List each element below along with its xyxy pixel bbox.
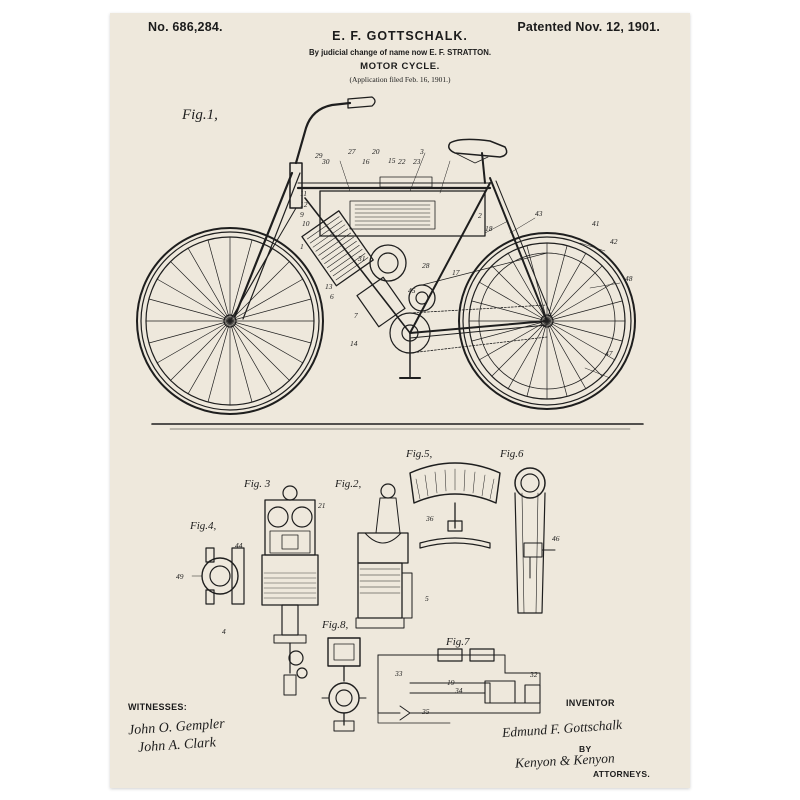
- reference-numeral: 16: [362, 157, 370, 166]
- reference-numeral: 1: [300, 242, 304, 251]
- attorneys-label: ATTORNEYS.: [593, 769, 650, 779]
- fig8-label: Fig.8,: [321, 619, 349, 631]
- fig3-label: Fig. 3: [243, 478, 271, 490]
- reference-numeral: 42: [610, 237, 618, 246]
- fig7-wiring-diagram: Fig.7: [377, 636, 541, 724]
- reference-numeral: 9: [300, 210, 304, 219]
- reference-numeral: 15: [388, 156, 396, 165]
- patent-drawing: Fig.1, Fig.4,: [136, 96, 644, 732]
- patent-date: Patented Nov. 12, 1901.: [517, 20, 660, 34]
- reference-numeral: 47: [605, 349, 613, 358]
- name-change-note: By judicial change of name now E. F. STR…: [308, 48, 492, 57]
- fig5-label: Fig.5,: [405, 448, 433, 460]
- reference-numeral: 18: [485, 224, 493, 233]
- reference-numeral: 14: [350, 339, 358, 348]
- reference-numeral: 5: [425, 594, 429, 603]
- fig5-tire-section: Fig.5,: [405, 448, 501, 549]
- reference-numeral: 21: [318, 501, 326, 510]
- reference-numeral: 31: [357, 254, 366, 263]
- fig4-label: Fig.4,: [189, 520, 217, 532]
- fig1-motorcycle: Fig.1,: [136, 96, 644, 430]
- reference-numeral: 4: [222, 627, 226, 636]
- reference-numeral: 13: [325, 282, 333, 291]
- reference-numeral: 41: [592, 219, 600, 228]
- fig2-engine-detail: Fig.2,: [334, 478, 413, 629]
- reference-numeral: 28: [422, 261, 430, 270]
- fig3-carburettor: Fig. 3: [243, 478, 319, 696]
- reference-numeral: 17: [452, 268, 460, 277]
- reference-numeral: 45: [408, 286, 416, 295]
- reference-numeral: 27: [348, 147, 356, 156]
- reference-numeral: 20: [372, 147, 380, 156]
- reference-numeral: 23: [413, 157, 421, 166]
- reference-numeral: 2: [478, 211, 482, 220]
- inventor-label: INVENTOR: [566, 698, 615, 708]
- fig6-rim-section: Fig.6: [499, 448, 556, 614]
- reference-numeral: 7: [354, 311, 358, 320]
- fig8-clamp: Fig.8,: [321, 619, 367, 732]
- reference-numeral: 43: [535, 209, 543, 218]
- reference-numeral: 12: [300, 200, 308, 209]
- reference-numeral: 22: [398, 157, 406, 166]
- patent-sheet: No. 686,284. Patented Nov. 12, 1901. E. …: [110, 13, 690, 788]
- application-filed: (Application filed Feb. 16, 1901.): [349, 75, 451, 84]
- by-label: BY: [579, 744, 592, 754]
- reference-numeral: 10: [302, 219, 310, 228]
- reference-numeral: 6: [330, 292, 334, 301]
- reference-numeral: 32: [529, 670, 538, 679]
- reference-numeral: 29: [315, 151, 323, 160]
- reference-numeral: 33: [394, 669, 403, 678]
- patent-title: MOTOR CYCLE.: [360, 61, 440, 72]
- witnesses-label: WITNESSES:: [128, 702, 188, 712]
- fig7-label: Fig.7: [445, 636, 470, 648]
- reference-numeral: 48: [625, 274, 633, 283]
- reference-numeral: 34: [454, 686, 463, 695]
- inventor-name: E. F. GOTTSCHALK.: [332, 29, 468, 43]
- reference-numeral: 36: [425, 514, 434, 523]
- fig1-label: Fig.1,: [181, 107, 218, 123]
- fig6-label: Fig.6: [499, 448, 524, 460]
- reference-numeral: 19: [447, 678, 455, 687]
- fig2-label: Fig.2,: [334, 478, 362, 490]
- patent-number: No. 686,284.: [148, 20, 223, 34]
- reference-numeral: 30: [321, 157, 330, 166]
- reference-numeral: 35: [421, 707, 430, 716]
- reference-numeral: 46: [552, 534, 560, 543]
- reference-numeral: 44: [235, 541, 243, 550]
- reference-numeral: 49: [176, 572, 184, 581]
- fig4-pulley: Fig.4,: [189, 520, 245, 605]
- reference-numerals: 29 27 20 15 16 3 22 23 30 11 9 12 10 1 2…: [176, 147, 633, 716]
- reference-numeral: 3: [419, 147, 424, 156]
- reference-numeral: 11: [300, 189, 307, 198]
